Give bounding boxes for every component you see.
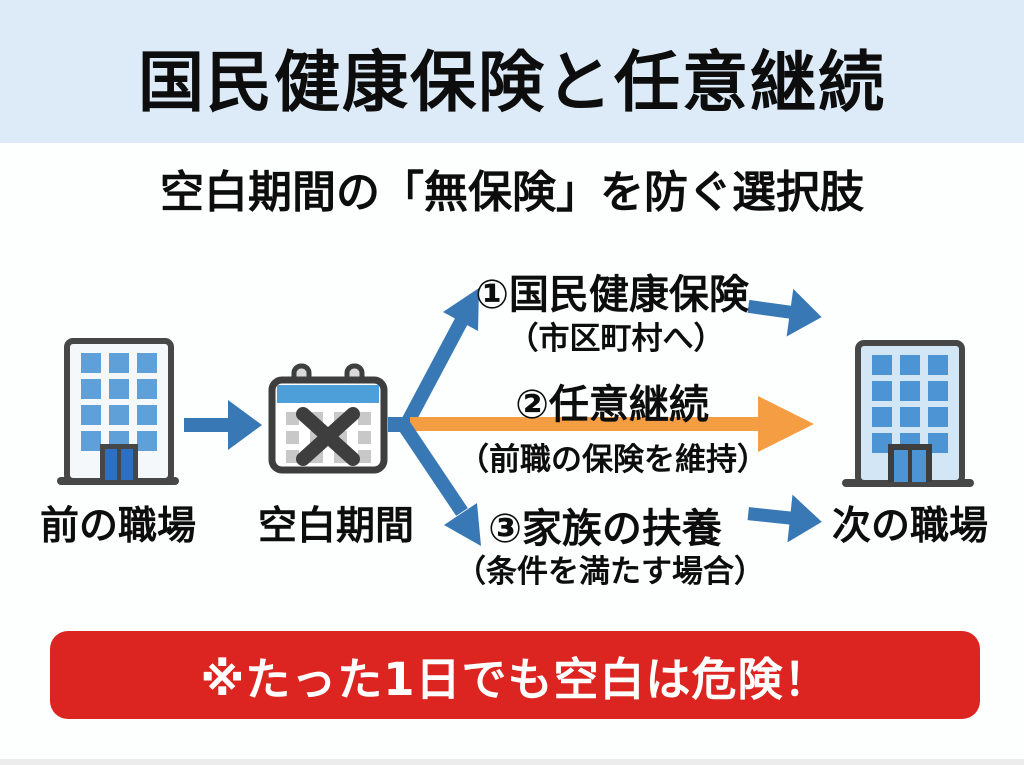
branch-stub: [388, 417, 412, 432]
page-subtitle: 空白期間の「無保険」を防ぐ選択肢: [160, 167, 864, 218]
previous-workplace-building-icon: [57, 338, 179, 485]
gap-period-calendar-icon: [268, 363, 388, 474]
gap-period-label: 空白期間: [257, 504, 415, 549]
option1-note: （市区町村へ）: [507, 321, 725, 357]
title-banner: 国民健康保険と任意継続: [0, 0, 1024, 143]
calendar-x-mark-icon: [296, 407, 360, 466]
branch-arrow-option1-icon: [396, 288, 479, 435]
option2-label: ②任意継続: [515, 382, 709, 428]
bottom-edge-strip: [0, 759, 1024, 765]
option3-to-next-arrow-icon: [747, 494, 822, 543]
option3-note: （条件を満たす場合）: [455, 554, 765, 590]
option1-label: ①国民健康保険: [475, 272, 749, 318]
warning-text: ※たった1日でも空白は危険！: [200, 652, 830, 706]
warning-banner: ※たった1日でも空白は危険！: [50, 631, 980, 719]
previous-workplace-label: 前の職場: [39, 504, 197, 549]
option1-to-next-arrow-icon: [747, 288, 822, 337]
next-workplace-label: 次の職場: [831, 504, 989, 549]
next-workplace-building-icon: [842, 340, 974, 487]
page-title: 国民健康保険と任意継続: [138, 43, 886, 121]
option3-label: ③家族の扶養: [488, 506, 722, 552]
arrow-to-gap-icon: [184, 400, 262, 450]
option2-note: （前職の保険を維持）: [458, 442, 768, 478]
